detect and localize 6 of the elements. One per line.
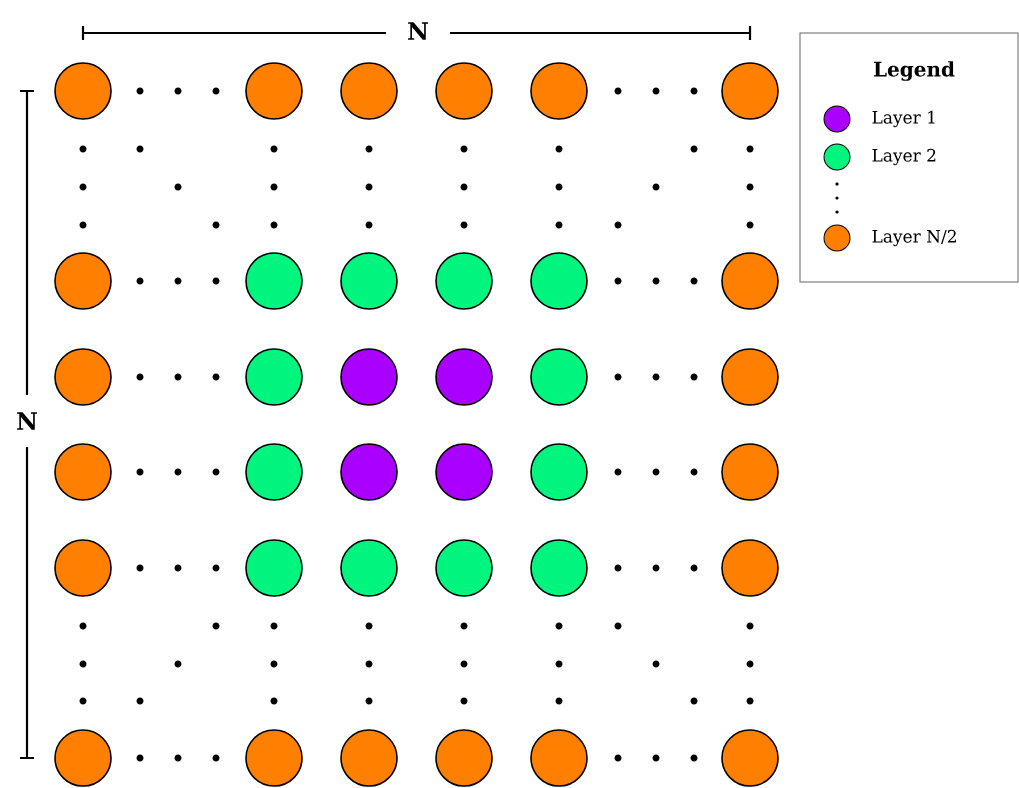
legend-title: Legend [873,61,955,81]
legend-label: Layer N/2 [872,229,956,247]
legend-label: Layer 1 [872,110,935,128]
dimension-label: N [408,22,428,40]
legend-label: Layer 2 [872,148,936,166]
dimension-label: N [17,412,37,430]
